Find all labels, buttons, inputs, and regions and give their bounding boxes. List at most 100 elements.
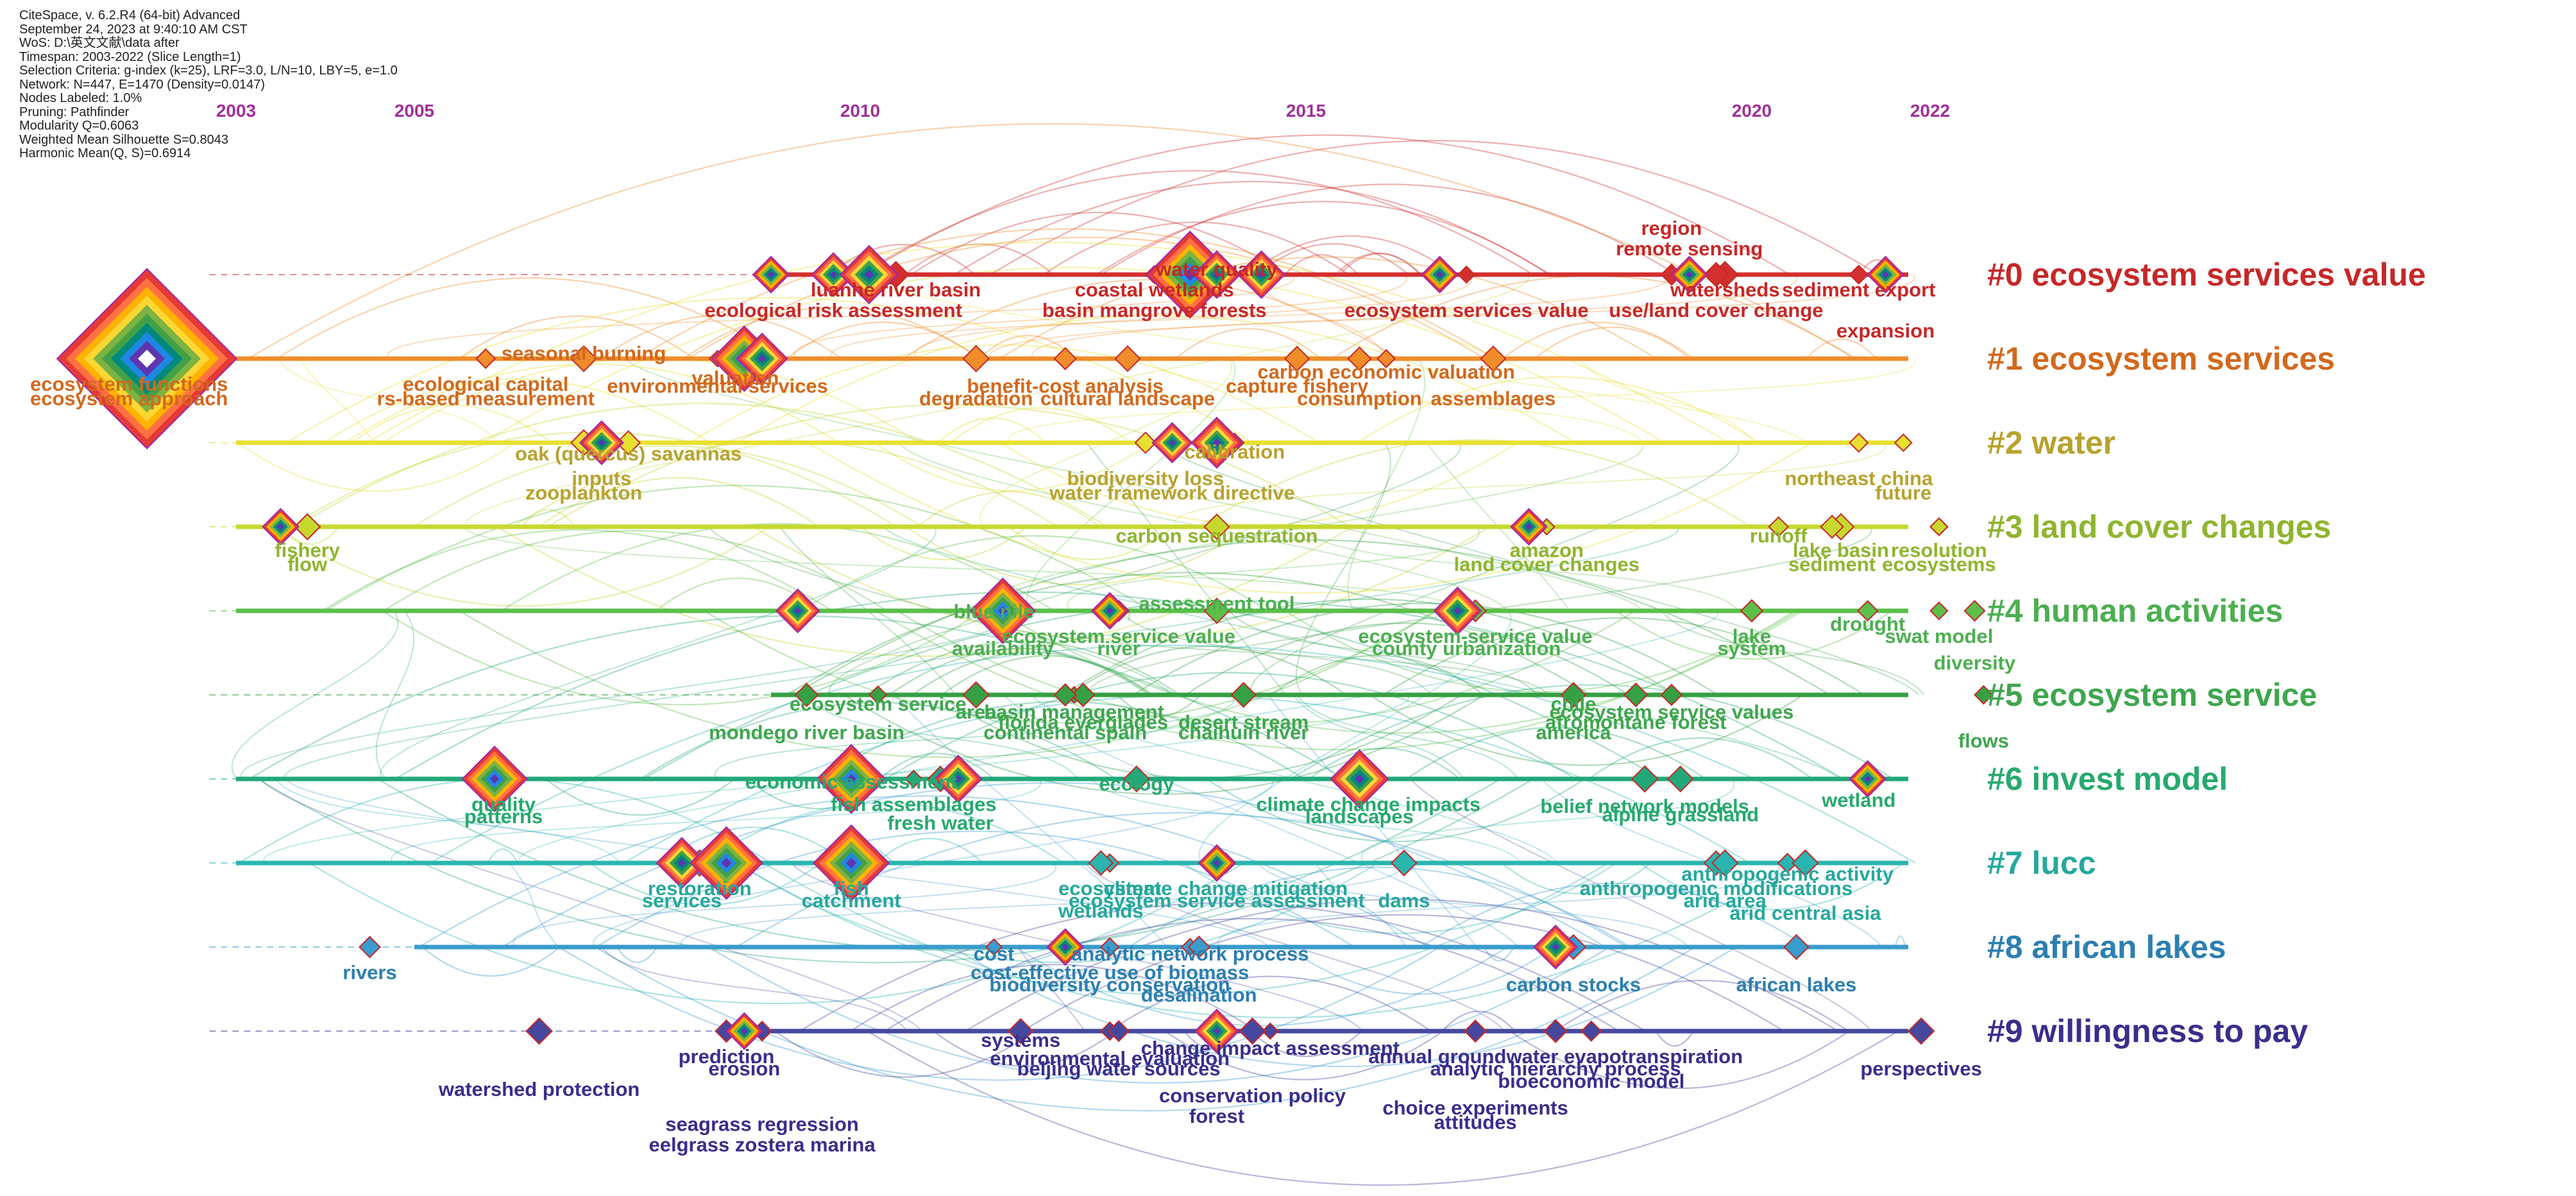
keyword-label: erosion [708,1057,780,1080]
cluster-labels-layer: #0 ecosystem services value#1 ecosystem … [1987,257,2426,1049]
citation-arc [589,862,822,906]
keyword-node [846,774,856,784]
citation-arc [383,530,888,611]
keyword-node [1907,1017,1935,1045]
keyword-label: conservation policy [1159,1084,1346,1107]
keyword-label: use/land cover change [1609,299,1823,321]
keyword-label: ecosystem services value [1344,299,1589,321]
citation-arc [997,610,1803,734]
keyword-node [985,938,1003,956]
keyword-node [598,439,606,447]
citation-arc [1164,1030,1444,1081]
keyword-label: blue nile [954,601,1035,623]
keyword-label: beijing water sources [1017,1057,1221,1080]
citation-arc [949,407,1131,443]
cluster-label: #2 water [1987,425,2115,461]
citation-arc [1420,882,1808,948]
keyword-node [1580,1020,1602,1042]
citation-arc [941,654,1153,696]
citation-arc [257,778,1501,964]
keyword-node [294,513,321,541]
keyword-label: luanhe river basin [811,278,981,301]
keyword-node [829,271,837,278]
summary-line: WoS: D:\英文文献\data after [19,36,180,50]
citation-arc [1250,442,1740,696]
keyword-label: carbon stocks [1506,973,1641,996]
keyword-label: analytic network process [1071,943,1309,965]
citation-arc [295,402,1108,527]
citation-arc [894,694,1167,948]
keyword-node [1792,849,1819,877]
cluster-label: #7 lucc [1987,845,2096,881]
keyword-label: area [956,701,997,723]
citation-arc [1309,748,1461,780]
citation-arc [1286,946,1555,995]
keyword-label: ecosystem [1058,877,1161,900]
cluster-label: #4 human activities [1987,593,2283,629]
keyword-label: cost-effective use of biomass [970,961,1249,984]
cluster-label: #9 willingness to pay [1987,1013,2308,1049]
citation-arc [1335,252,1421,275]
keyword-label: drought [1830,613,1905,635]
keyword-node [1088,850,1114,876]
keyword-node [1071,682,1096,708]
citation-arc [786,321,979,359]
citation-arc [1068,645,1348,696]
citation-arc [702,802,1064,864]
keyword-node [276,523,285,531]
citation-arc [828,244,976,275]
keyword-label: prediction [679,1045,775,1068]
keyword-label: forest [1189,1105,1244,1127]
keyword-label: oak (quercus) savannas [515,443,741,465]
keyword-node [1480,345,1507,372]
keyword-node [1390,850,1418,876]
keyword-label: wetland [1821,789,1895,812]
keyword-label: anthropogenic modifications [1580,877,1852,900]
summary-line: September 24, 2023 at 9:40:10 AM CST [19,22,248,37]
keyword-label: valuation [691,366,779,389]
citation-arc [237,442,516,492]
keyword-node [1169,439,1176,447]
citation-arc [1119,610,1432,696]
citation-arc [1008,526,1174,561]
citation-arc [462,526,1463,611]
citation-arc [690,344,1319,443]
keyword-node [1560,681,1587,708]
keyword-label: flow [287,553,328,576]
keyword-node [962,681,990,709]
citation-arc [1615,610,1892,660]
keyword-label: consumption [1297,387,1422,409]
citation-arc [1588,737,1813,780]
citation-arc [714,694,1235,780]
citation-arc [874,442,1151,492]
keyword-label: cultural landscape [1040,387,1215,409]
citation-arc [1555,980,1849,1032]
citation-arc [1043,221,1350,275]
citation-arc [1339,253,1422,275]
summary-line: Nodes Labeled: 1.0% [19,91,142,105]
keyword-label: watersheds [1670,278,1780,301]
keyword-node [1929,601,1949,620]
keyword-node [1187,935,1211,959]
keyword-label: expansion [1836,320,1935,342]
citation-arc [799,902,1646,1032]
citation-arc [1246,235,1455,275]
keyword-label: ecosystem functions [30,373,228,395]
keyword-node [1777,853,1798,873]
keyword-label: remote sensing [1616,237,1763,260]
keyword-label: biodiversity loss [1067,467,1224,490]
keyword-node [1212,438,1221,447]
keyword-node [1464,1019,1487,1043]
citation-arc [861,134,1790,275]
citation-arc [1284,254,1359,275]
keyword-node [869,685,888,705]
keyword-node [1062,943,1069,951]
keyword-label: assessment tool [1139,592,1295,615]
year-tick-label: 2010 [840,101,880,121]
keyword-node [1100,937,1120,957]
keyword-node [1212,270,1221,279]
citation-arc [1022,914,1784,1032]
citation-arc [625,358,1644,611]
keyword-label: climate change impacts [1256,793,1480,816]
citation-arc [464,274,1529,527]
